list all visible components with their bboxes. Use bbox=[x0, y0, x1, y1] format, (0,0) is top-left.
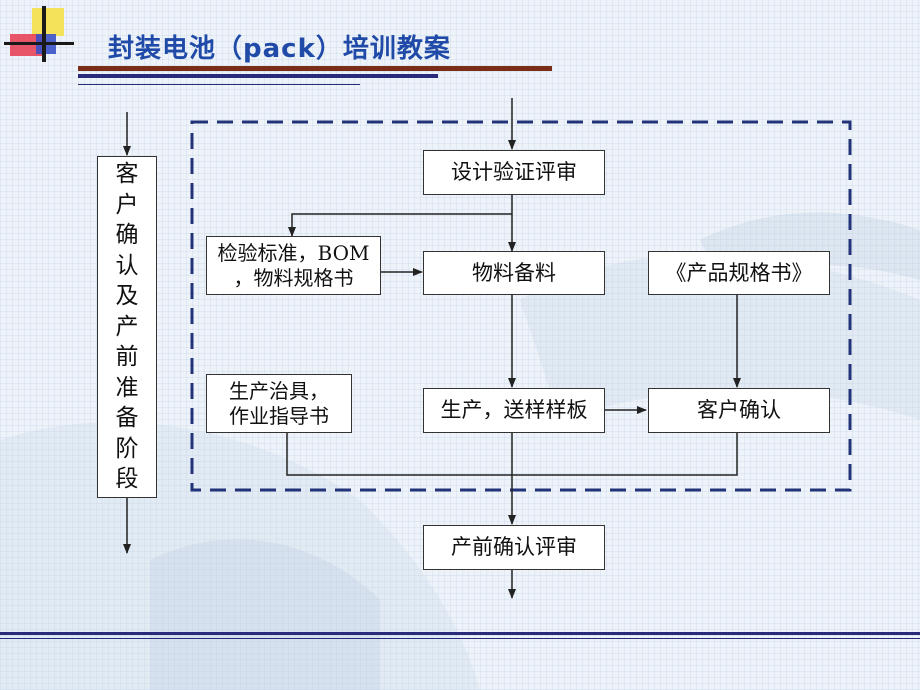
stage-label-char: 段 bbox=[115, 466, 139, 493]
node-inspection-standard: 检验标准，BOM ，物料规格书 bbox=[206, 236, 381, 295]
stage-label-char: 确 bbox=[115, 222, 139, 249]
stage-label-char: 户 bbox=[115, 191, 139, 218]
node-jigs-instructions: 生产治具， 作业指导书 bbox=[206, 374, 352, 433]
stage-label-char: 阶 bbox=[115, 435, 139, 462]
logo-decoration bbox=[4, 6, 74, 62]
node-product-spec: 《产品规格书》 bbox=[648, 251, 830, 295]
node-material-prep: 物料备料 bbox=[423, 251, 605, 295]
node-preproduction-review-label: 产前确认评审 bbox=[451, 535, 577, 560]
node-jigs-line-1: 生产治具， bbox=[229, 378, 329, 403]
node-design-review-label: 设计验证评审 bbox=[451, 160, 577, 185]
node-jigs-line-2: 作业指导书 bbox=[229, 403, 329, 428]
arrow-branch-to-inspection bbox=[288, 213, 512, 237]
stage-label-char: 客 bbox=[115, 161, 139, 188]
stage-label-char: 准 bbox=[115, 374, 139, 401]
stage-label-char: 及 bbox=[115, 283, 139, 310]
stage-label-char: 认 bbox=[115, 252, 139, 279]
dashed-frame bbox=[190, 120, 852, 492]
page-title: 封装电池（pack）培训教案 bbox=[108, 34, 451, 64]
node-material-prep-label: 物料备料 bbox=[472, 260, 556, 285]
node-design-review: 设计验证评审 bbox=[423, 150, 605, 195]
node-production-sample: 生产，送样样板 bbox=[423, 388, 605, 433]
stage-label-char: 产 bbox=[115, 313, 139, 340]
stage-label-box: 客 户 确 认 及 产 前 准 备 阶 段 bbox=[97, 156, 157, 498]
node-product-spec-label: 《产品规格书》 bbox=[665, 260, 813, 285]
stage-label-char: 备 bbox=[115, 405, 139, 432]
node-production-sample-label: 生产，送样样板 bbox=[440, 398, 588, 423]
node-preproduction-review: 产前确认评审 bbox=[423, 525, 605, 570]
node-inspection-line-2: ，物料规格书 bbox=[233, 265, 354, 290]
stage-label-char: 前 bbox=[115, 344, 139, 371]
node-customer-confirm-label: 客户确认 bbox=[697, 398, 781, 423]
node-inspection-line-1: 检验标准，BOM bbox=[217, 240, 370, 265]
node-customer-confirm: 客户确认 bbox=[648, 388, 830, 433]
